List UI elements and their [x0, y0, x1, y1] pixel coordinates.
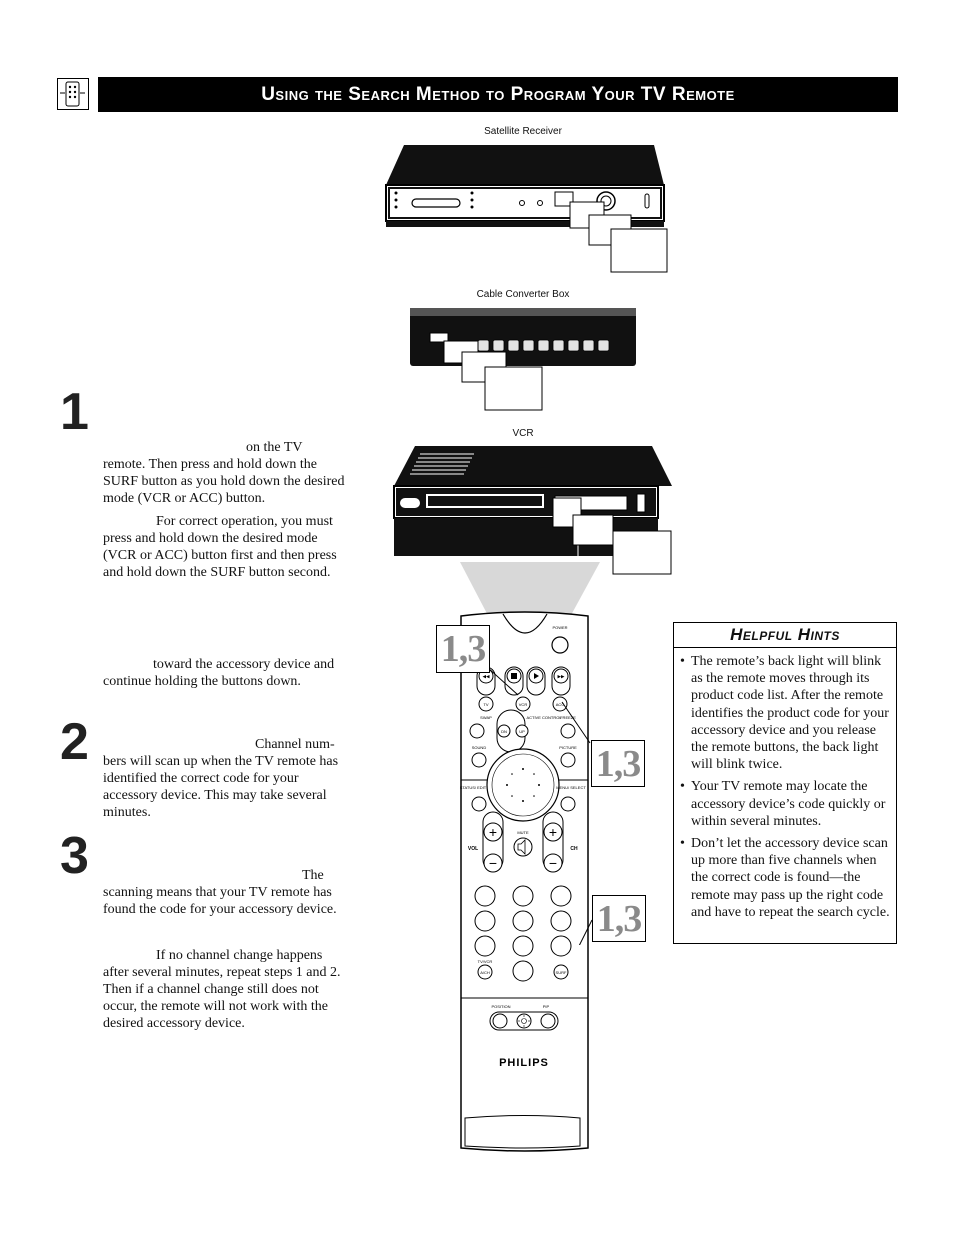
fast-forward-button[interactable]	[553, 668, 569, 684]
number-button[interactable]	[550, 910, 572, 932]
cable-box-label: Cable Converter Box	[476, 289, 570, 300]
volume-up-button[interactable]	[483, 822, 503, 842]
picture-label: PICTURE	[559, 745, 577, 750]
number-button[interactable]	[550, 935, 572, 957]
number-button[interactable]	[474, 885, 496, 907]
step-callout-marker: 1,3	[591, 740, 645, 787]
number-button[interactable]	[550, 885, 572, 907]
pip-ch-down-button[interactable]	[497, 724, 511, 738]
satellite-receiver-label: Satellite Receiver	[484, 126, 562, 137]
a-ch-button[interactable]	[477, 964, 493, 980]
step-3-note: If no channel change happens after sever…	[103, 948, 341, 1031]
number-button[interactable]	[512, 885, 534, 907]
swap-label: SWAP	[480, 715, 492, 720]
pip-label: PIP	[543, 1004, 550, 1009]
hint-item: •The remote’s back light will blink as t…	[680, 654, 889, 773]
tv-vcr-label: TV/VCR	[478, 959, 493, 964]
sound-label: SOUND	[472, 745, 487, 750]
power-button[interactable]	[551, 636, 569, 654]
mute-label: MUTE	[517, 830, 529, 835]
light-button[interactable]	[516, 1013, 532, 1029]
volume-down-button[interactable]	[483, 853, 503, 873]
satellite-receiver-illustration	[385, 145, 668, 273]
step-callout-marker: 1,3	[592, 895, 646, 942]
callout-leaders	[486, 666, 593, 945]
tv-remote-illustration: POWER ◂◂ ▸▸ TV VCR ACC SWAP PIP CH ACTIV…	[456, 611, 589, 1152]
acc-mode-button[interactable]	[552, 696, 568, 712]
vcr-label: VCR	[512, 428, 534, 439]
picture-button[interactable]	[560, 752, 576, 768]
hint-item: •Don’t let the accessory device scan up …	[680, 836, 890, 920]
sound-button[interactable]	[471, 752, 487, 768]
position-label: POSITION	[491, 1004, 510, 1009]
hint-item: •Your TV remote may locate the accessory…	[680, 779, 886, 829]
freeze-button[interactable]	[560, 723, 576, 739]
helpful-hints-box: Helpful Hints •The remote’s back light w…	[673, 622, 897, 944]
active-control-label: ACTIVE CONTROL	[526, 715, 562, 720]
acc-label: ACC	[556, 702, 565, 707]
page-title: Using the Search Method to Program Your …	[98, 77, 898, 112]
freeze-label: FREEZE	[560, 715, 576, 720]
pip-button[interactable]	[540, 1013, 556, 1029]
status-edit-label: STATUS/ EDIT	[460, 785, 487, 790]
step-callout-marker: 1,3	[436, 625, 490, 673]
cable-box-illustration	[410, 308, 636, 411]
remote-control-icon	[57, 78, 89, 110]
vcr-button-label: VCR	[519, 702, 528, 707]
swap-button[interactable]	[469, 723, 485, 739]
svg-text:+: +	[489, 824, 497, 840]
power-label: POWER	[552, 625, 567, 630]
status-edit-button[interactable]	[471, 796, 487, 812]
step-1-note: For correct operation, you must press an…	[103, 514, 337, 580]
vol-label: VOL	[468, 846, 478, 852]
number-button[interactable]	[512, 960, 534, 982]
ch-label: CH	[570, 846, 578, 852]
surf-button[interactable]	[553, 964, 569, 980]
up-label: UP	[519, 729, 525, 734]
step-number: 2	[60, 713, 89, 771]
surf-label: SURF	[556, 970, 567, 975]
number-button[interactable]	[474, 910, 496, 932]
step-3-text: The scanning means that your TV remote h…	[103, 868, 337, 917]
svg-text:−: −	[549, 855, 557, 871]
svg-text:+: +	[549, 824, 557, 840]
menu-select-label: MENU/ SELECT	[556, 785, 586, 790]
step-number: 3	[60, 827, 89, 885]
pip-ch-up-button[interactable]	[515, 724, 529, 738]
svg-text:▸▸: ▸▸	[557, 674, 565, 681]
vcr-illustration	[393, 446, 672, 575]
step-1-text: on the TV remote. Then press and hold do…	[103, 440, 345, 506]
number-button[interactable]	[474, 935, 496, 957]
step-number: 1	[60, 383, 89, 441]
menu-select-button[interactable]	[560, 796, 576, 812]
helpful-hints-heading: Helpful Hints	[674, 623, 896, 648]
step-2-text: Channel num-bers will scan up when the T…	[103, 737, 339, 820]
number-button[interactable]	[512, 910, 534, 932]
svg-text:−: −	[489, 855, 497, 871]
channel-down-button[interactable]	[543, 853, 563, 873]
step-1-aim-text: toward the accessory device and continue…	[103, 657, 335, 689]
a-ch-label: A/CH	[480, 970, 490, 975]
svg-text:◂◂: ◂◂	[482, 674, 490, 681]
tv-label: TV	[483, 702, 488, 707]
channel-up-button[interactable]	[543, 822, 563, 842]
vcr-mode-button[interactable]	[515, 696, 531, 712]
position-button[interactable]	[492, 1013, 508, 1029]
number-button[interactable]	[512, 935, 534, 957]
tv-mode-button[interactable]	[478, 696, 494, 712]
philips-logo: PHILIPS	[499, 1057, 549, 1069]
dn-label: DN	[501, 729, 507, 734]
